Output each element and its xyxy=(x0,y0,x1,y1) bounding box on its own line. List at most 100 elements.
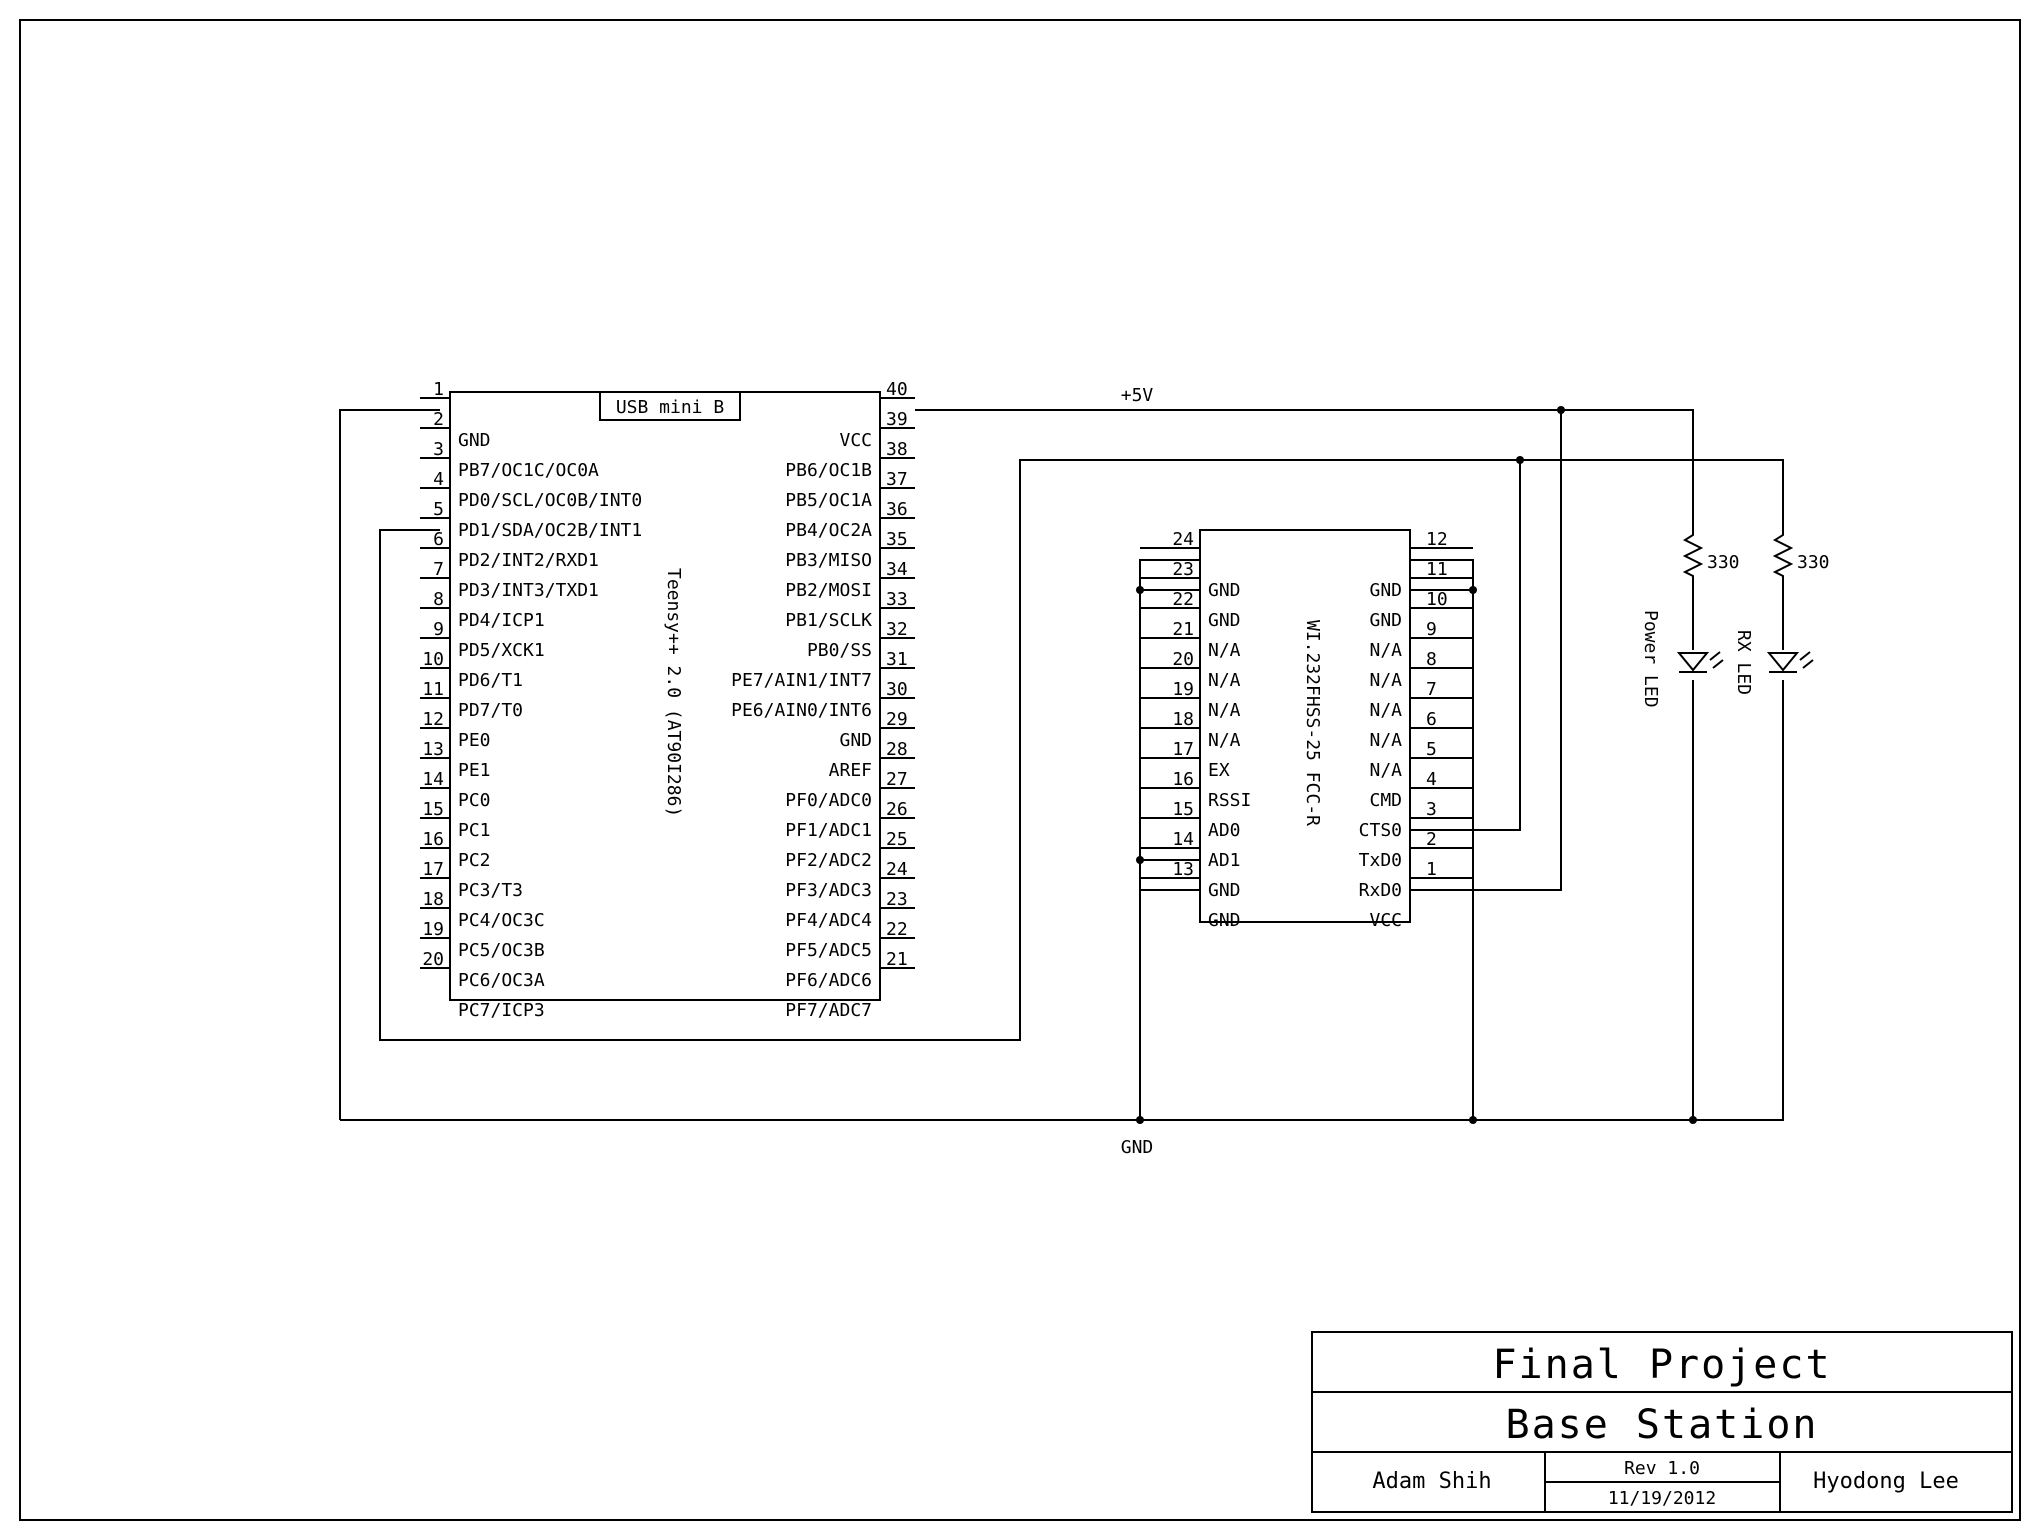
radio-pin-label: GND xyxy=(1208,880,1241,901)
vcc-rail xyxy=(915,409,1694,530)
wires xyxy=(339,409,1784,1121)
teensy-pin-label: PD0/SCL/OC0B/INT0 xyxy=(458,490,642,511)
teensy-part-name: Teensy++ 2.0 (AT90I286) xyxy=(663,568,684,817)
led-triangle xyxy=(1766,652,1800,672)
power-led: Power LED xyxy=(1640,610,1724,708)
radio-pin-number: 10 xyxy=(1426,589,1448,610)
resistor-power: 330 xyxy=(1682,530,1740,580)
teensy-pin-number: 17 xyxy=(422,859,444,880)
teensy-pin-number: 29 xyxy=(886,709,908,730)
teensy-pin-number: 15 xyxy=(422,799,444,820)
teensy-pin-number: 8 xyxy=(433,589,444,610)
teensy-pin-label: PF0/ADC0 xyxy=(785,790,872,811)
teensy-pin-number: 5 xyxy=(433,499,444,520)
teensy-pin-label: PB7/OC1C/OC0A xyxy=(458,460,599,481)
gnd-net-label: GND xyxy=(1121,1137,1154,1158)
led-triangle xyxy=(1676,652,1710,672)
radio-right-gnd-bus xyxy=(1410,559,1474,1120)
teensy-pin-number: 1 xyxy=(433,379,444,400)
teensy-pin-label: PD7/T0 xyxy=(458,700,523,721)
radio-pin-number: 20 xyxy=(1172,649,1194,670)
resistor-zigzag xyxy=(1682,530,1704,580)
teensy-pin-label: PB2/MOSI xyxy=(785,580,872,601)
teensy-pin-label: PD6/T1 xyxy=(458,670,523,691)
teensy-pin-label: PB3/MISO xyxy=(785,550,872,571)
radio-pin-number: 23 xyxy=(1172,559,1194,580)
resistor-value: 330 xyxy=(1797,552,1830,573)
radio-pin-number: 4 xyxy=(1426,769,1437,790)
gnd-rail xyxy=(340,700,1784,1121)
teensy-pin-label: PB4/OC2A xyxy=(785,520,872,541)
teensy-pin-number: 12 xyxy=(422,709,444,730)
vcc-net-label: +5V xyxy=(1121,385,1154,406)
teensy-pin-label: PF2/ADC2 xyxy=(785,850,872,871)
radio-pin-label: AD1 xyxy=(1208,850,1241,871)
radio-pin-label: N/A xyxy=(1369,670,1402,691)
teensy-pin-number: 33 xyxy=(886,589,908,610)
teensy-pin-label: PC2 xyxy=(458,850,491,871)
teensy-pin-label: PB0/SS xyxy=(807,640,872,661)
radio-pin-number: 13 xyxy=(1172,859,1194,880)
teensy-chip: USB mini B Teensy++ 2.0 (AT90I286) 12GND… xyxy=(420,379,915,1021)
junction-dot xyxy=(1469,586,1477,594)
radio-pin-number: 9 xyxy=(1426,619,1437,640)
teensy-pin-label: AREF xyxy=(829,760,872,781)
radio-pin-number: 7 xyxy=(1426,679,1437,700)
teensy-pin-label: PC0 xyxy=(458,790,491,811)
teensy-pin-number: 2 xyxy=(433,409,444,430)
revision: Rev 1.0 xyxy=(1624,1458,1700,1479)
rx-led: RX LED xyxy=(1733,630,1814,695)
teensy-pin-number: 32 xyxy=(886,619,908,640)
teensy-pin-number: 35 xyxy=(886,529,908,550)
teensy-pin-label: PE0 xyxy=(458,730,491,751)
led-emission-arrows xyxy=(1799,651,1814,669)
teensy-pin-number: 30 xyxy=(886,679,908,700)
radio-pin-label: CTS0 xyxy=(1359,820,1402,841)
rxd-loop-wire xyxy=(379,459,1784,1041)
teensy-pin-label: PF5/ADC5 xyxy=(785,940,872,961)
teensy-pin-number: 3 xyxy=(433,439,444,460)
teensy-pin-number: 22 xyxy=(886,919,908,940)
teensy-pin-label: PD4/ICP1 xyxy=(458,610,545,631)
radio-pin-label: CMD xyxy=(1369,790,1402,811)
radio-pin-label: N/A xyxy=(1208,730,1241,751)
radio-pin-number: 22 xyxy=(1172,589,1194,610)
teensy-pin-label: PE7/AIN1/INT7 xyxy=(731,670,872,691)
junction-dot xyxy=(1557,406,1565,414)
teensy-pin-number: 39 xyxy=(886,409,908,430)
teensy-pin-label: PF6/ADC6 xyxy=(785,970,872,991)
radio-pin-label: VCC xyxy=(1369,910,1402,931)
teensy-pin-label: PD1/SDA/OC2B/INT1 xyxy=(458,520,642,541)
teensy-pin-label: PB5/OC1A xyxy=(785,490,872,511)
teensy-pin-number: 19 xyxy=(422,919,444,940)
teensy-pin-number: 37 xyxy=(886,469,908,490)
radio-part-name: WI.232FHSS-25 FCC-R xyxy=(1302,620,1323,826)
radio-pin-label: N/A xyxy=(1369,760,1402,781)
radio-pin-number: 19 xyxy=(1172,679,1194,700)
teensy-pin-label: PC4/OC3C xyxy=(458,910,545,931)
teensy-pin-number: 36 xyxy=(886,499,908,520)
teensy-pin-label: GND xyxy=(839,730,872,751)
teensy-pin-number: 40 xyxy=(886,379,908,400)
radio-pin-label: GND xyxy=(1208,580,1241,601)
led-label: Power LED xyxy=(1640,610,1661,708)
radio-pin-number: 8 xyxy=(1426,649,1437,670)
junction-dot xyxy=(1136,856,1144,864)
junction-dot xyxy=(1516,456,1524,464)
junctions xyxy=(1136,406,1697,1124)
project-title: Final Project xyxy=(1492,1342,1831,1388)
txd0-wire xyxy=(1410,460,1521,831)
teensy-pin-label: PF4/ADC4 xyxy=(785,910,872,931)
teensy-pin-number: 7 xyxy=(433,559,444,580)
radio-pin-label: RSSI xyxy=(1208,790,1251,811)
radio-pin-number: 3 xyxy=(1426,799,1437,820)
junction-dot xyxy=(1136,586,1144,594)
radio-pin-number: 21 xyxy=(1172,619,1194,640)
teensy-pin-number: 9 xyxy=(433,619,444,640)
radio-pin-label: N/A xyxy=(1208,640,1241,661)
resistor-zigzag xyxy=(1772,530,1794,580)
teensy-pin-number: 24 xyxy=(886,859,908,880)
radio-pin-label: N/A xyxy=(1369,730,1402,751)
radio-pin-label: N/A xyxy=(1369,640,1402,661)
radio-pin-number: 6 xyxy=(1426,709,1437,730)
